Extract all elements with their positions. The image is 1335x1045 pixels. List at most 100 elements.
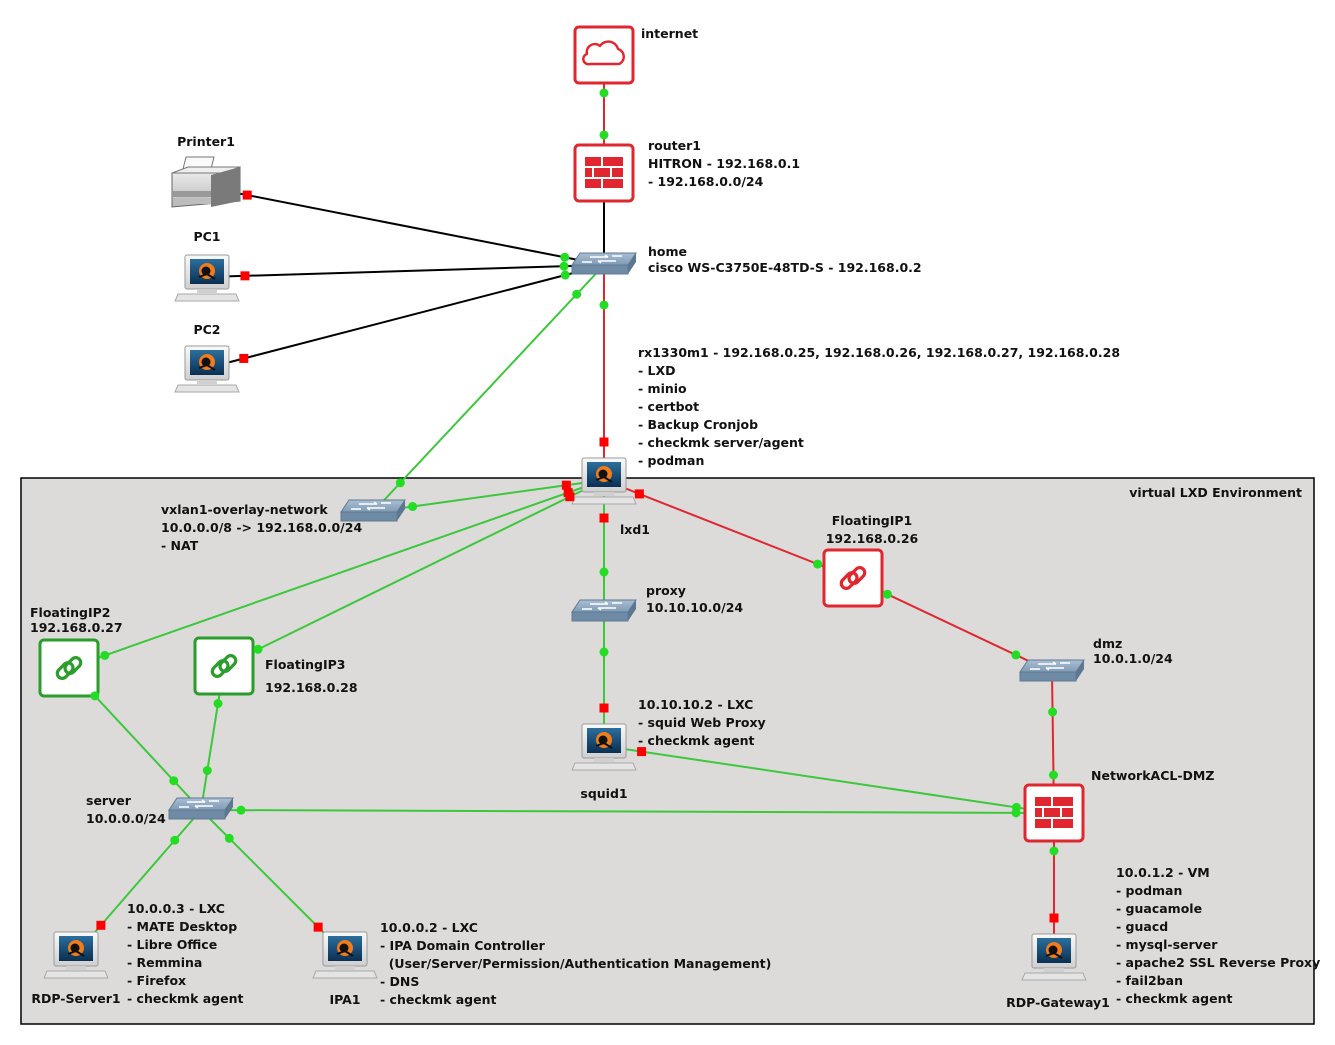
- node-proxy[interactable]: [571, 599, 637, 622]
- chain-link-icon[interactable]: [38, 638, 100, 698]
- cloud-icon[interactable]: [573, 25, 635, 85]
- node-squid1[interactable]: [571, 723, 637, 771]
- port-dmz: [1048, 707, 1058, 717]
- node-dmz[interactable]: [1019, 659, 1085, 682]
- notes-rdpgateway1-line: - mysql-server: [1116, 937, 1218, 952]
- notes-squid1-line: - checkmk agent: [638, 733, 754, 748]
- link-lxd1-floatingip3[interactable]: [223, 479, 605, 667]
- label-networkacl-line: NetworkACL-DMZ: [1091, 768, 1214, 783]
- port-server: [202, 766, 212, 776]
- port-printer1: [242, 190, 252, 200]
- notes-rdpserver1-line: - MATE Desktop: [127, 919, 237, 934]
- node-router1[interactable]: [573, 143, 635, 203]
- label-floatingip2-line: FloatingIP2: [30, 605, 110, 620]
- notes-rdpgateway1-line: - checkmk agent: [1116, 991, 1232, 1006]
- label-rdpserver1-line: RDP-Server1: [31, 991, 120, 1006]
- port-floatingip1: [882, 589, 892, 599]
- port-floatingip3: [213, 699, 223, 709]
- link-printer1-home[interactable]: [205, 186, 605, 266]
- notes-rdpserver1-line: - Firefox: [127, 973, 186, 988]
- link-home-vxlan1[interactable]: [372, 264, 605, 513]
- label-rdpserver1: RDP-Server1: [31, 991, 120, 1006]
- node-networkacl[interactable]: [1023, 783, 1085, 843]
- port-server: [224, 833, 234, 843]
- node-floatingip3[interactable]: [193, 636, 255, 696]
- pc-icon[interactable]: [1021, 933, 1087, 981]
- port-vxlan1: [408, 502, 418, 512]
- port-floatingip3: [253, 644, 263, 654]
- pc-icon[interactable]: [174, 254, 240, 302]
- node-internet[interactable]: [573, 25, 635, 85]
- port-home: [560, 270, 570, 280]
- node-pc1[interactable]: [174, 254, 240, 302]
- notes-ipa1-line: (User/Server/Permission/Authentication M…: [380, 956, 771, 971]
- pc-icon[interactable]: [174, 345, 240, 393]
- notes-squid1: 10.10.10.2 - LXC- squid Web Proxy- check…: [638, 697, 766, 748]
- chain-link-icon[interactable]: [193, 636, 255, 696]
- pc-icon[interactable]: [43, 931, 109, 979]
- node-floatingip2[interactable]: [38, 638, 100, 698]
- notes-rdpserver1: 10.0.0.3 - LXC- MATE Desktop- Libre Offi…: [127, 901, 243, 1006]
- switch-icon[interactable]: [340, 499, 406, 522]
- pc-icon[interactable]: [312, 931, 378, 979]
- firewall-icon[interactable]: [573, 143, 635, 203]
- label-ipa1-line: IPA1: [329, 992, 360, 1007]
- link-pc2-home[interactable]: [206, 264, 605, 369]
- port-server: [169, 776, 179, 786]
- link-lxd1-floatingip2[interactable]: [68, 479, 605, 669]
- notes-ipa1-line: 10.0.0.2 - LXC: [380, 920, 478, 935]
- switch-icon[interactable]: [168, 797, 234, 820]
- port-pc1: [240, 271, 250, 281]
- notes-lxd1-line: - Backup Cronjob: [638, 417, 758, 432]
- notes-lxd1-line: - certbot: [638, 399, 699, 414]
- node-ipa1[interactable]: [312, 931, 378, 979]
- link-server-rdpserver1[interactable]: [75, 809, 202, 955]
- chain-link-icon[interactable]: [822, 548, 884, 608]
- node-printer1[interactable]: [171, 156, 241, 208]
- pc-icon[interactable]: [571, 457, 637, 505]
- node-rdpserver1[interactable]: [43, 931, 109, 979]
- notes-lxd1-line: rx1330m1 - 192.168.0.25, 192.168.0.26, 1…: [638, 345, 1120, 360]
- label-networkacl: NetworkACL-DMZ: [1091, 768, 1214, 783]
- port-squid1: [599, 703, 609, 713]
- node-rdpgateway1[interactable]: [1021, 933, 1087, 981]
- label-server-line: 10.0.0.0/24: [86, 811, 166, 826]
- label-vxlan1-line: vxlan1-overlay-network: [161, 502, 328, 517]
- label-vxlan1-line: - NAT: [161, 538, 199, 553]
- zone-label: virtual LXD Environment: [1129, 485, 1302, 500]
- switch-icon[interactable]: [571, 252, 637, 275]
- link-server-networkacl[interactable]: [200, 809, 1055, 814]
- node-server[interactable]: [168, 797, 234, 820]
- node-floatingip1[interactable]: [822, 548, 884, 608]
- node-vxlan1[interactable]: [340, 499, 406, 522]
- label-proxy-line: proxy: [646, 583, 686, 598]
- port-router1: [599, 130, 609, 140]
- port-server: [236, 805, 246, 815]
- port-networkacl: [1049, 846, 1059, 856]
- notes-rdpgateway1-line: 10.0.1.2 - VM: [1116, 865, 1210, 880]
- label-pc1-line: PC1: [193, 229, 220, 244]
- switch-icon[interactable]: [571, 599, 637, 622]
- node-lxd1[interactable]: [571, 457, 637, 505]
- firewall-icon[interactable]: [1023, 783, 1085, 843]
- node-home[interactable]: [571, 252, 637, 275]
- node-pc2[interactable]: [174, 345, 240, 393]
- port-home: [572, 289, 582, 299]
- link-pc1-home[interactable]: [206, 264, 605, 278]
- switch-icon[interactable]: [1019, 659, 1085, 682]
- link-squid1-networkacl[interactable]: [603, 745, 1055, 814]
- link-lxd1-floatingip1[interactable]: [603, 479, 854, 579]
- label-server-line: server: [86, 793, 132, 808]
- label-floatingip2-line: 192.168.0.27: [30, 620, 123, 635]
- label-pc2: PC2: [193, 322, 220, 337]
- port-floatingip1: [813, 559, 823, 569]
- printer-icon[interactable]: [171, 156, 241, 208]
- pc-icon[interactable]: [571, 723, 637, 771]
